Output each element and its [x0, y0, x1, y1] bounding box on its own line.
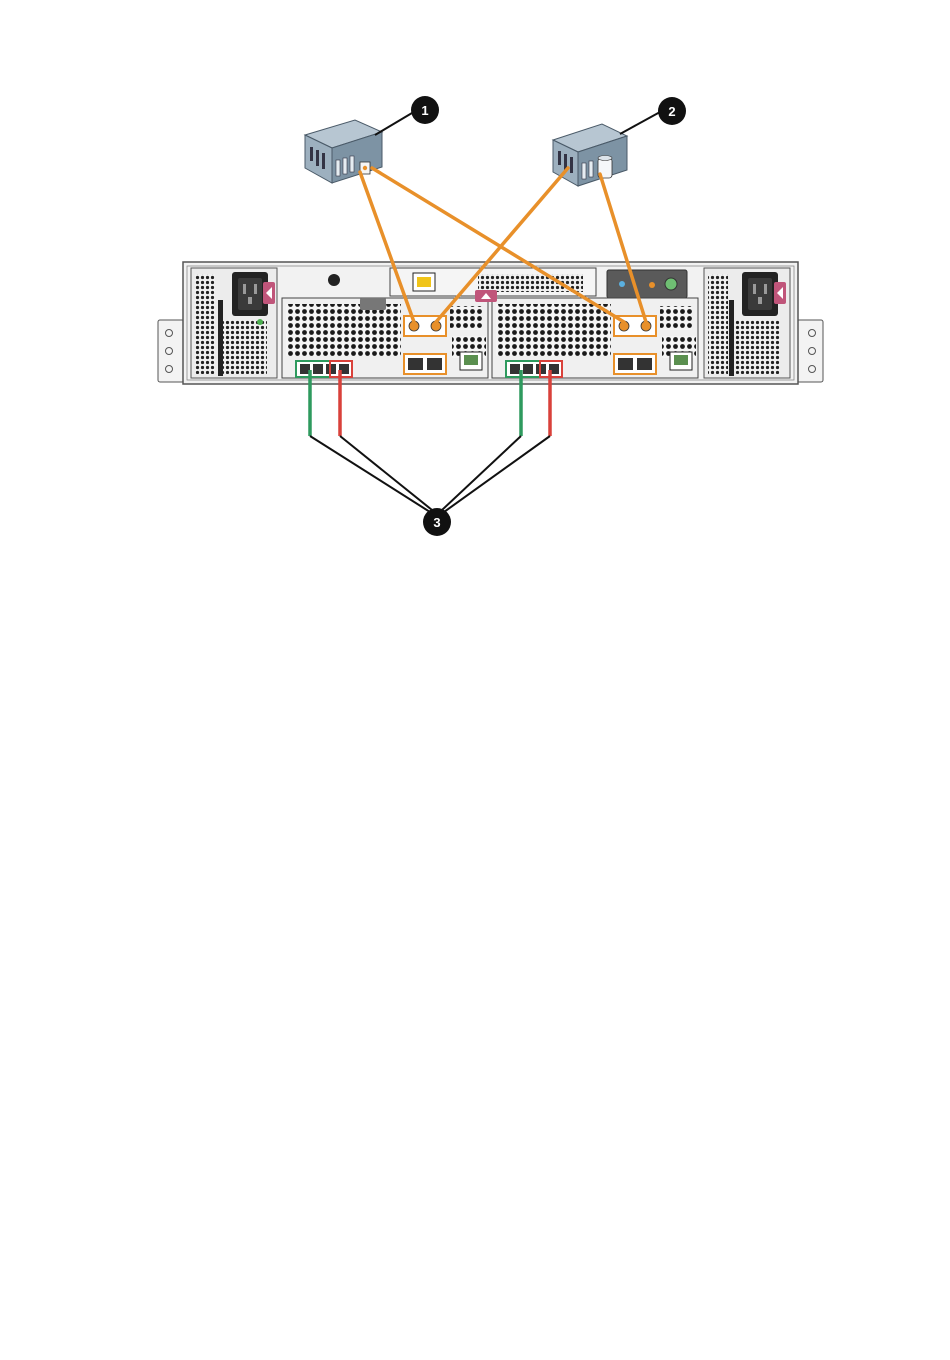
- host-server-2: [553, 124, 627, 186]
- callout-3-label: 3: [433, 515, 440, 530]
- callout-2: 2: [658, 97, 686, 125]
- callout-1-leader: [375, 113, 412, 135]
- callout-2-label: 2: [668, 104, 675, 119]
- callout-3-leaders: [310, 436, 550, 512]
- storage-enclosure: [158, 262, 823, 384]
- callout-3: 3: [423, 508, 451, 536]
- callout-2-leader: [620, 112, 660, 134]
- callout-1: 1: [411, 96, 439, 124]
- power-supply-right: [704, 268, 790, 378]
- controller-module-b: [475, 290, 698, 378]
- controller-module-a: [282, 298, 488, 378]
- power-supply-left: [191, 268, 277, 378]
- left-rack-ear: [158, 320, 184, 382]
- chassis-screw: [328, 274, 340, 286]
- host-server-1: [305, 120, 382, 183]
- right-rack-ear: [797, 320, 823, 382]
- callout-1-label: 1: [421, 103, 428, 118]
- controller-a-latch: [360, 298, 386, 310]
